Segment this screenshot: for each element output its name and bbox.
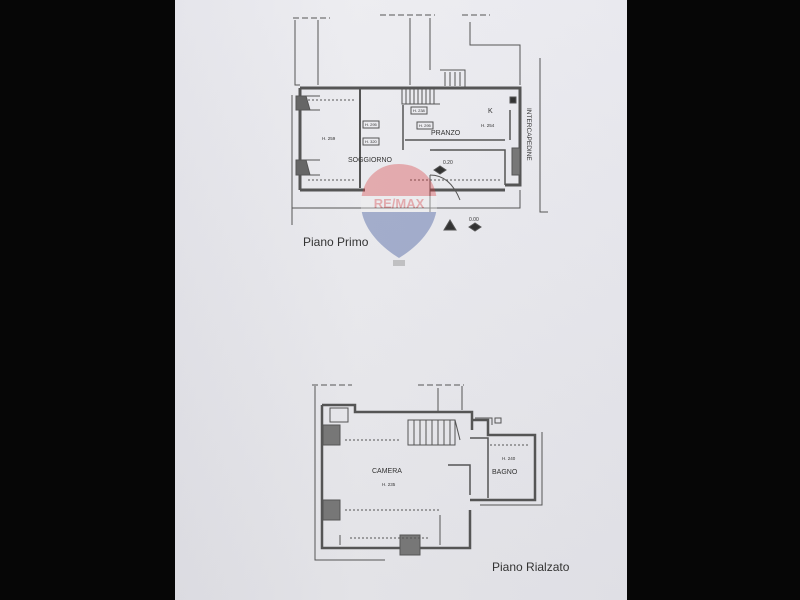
piano-primo-plan <box>291 14 548 232</box>
height-label: H. 259 <box>322 136 336 141</box>
height-label: H. 238 <box>413 108 426 113</box>
level-marker-label: 0.00 <box>469 217 479 223</box>
height-label: H. 240 <box>502 456 516 461</box>
height-label: H. 295 <box>419 123 432 128</box>
room-label-soggiorno: SOGGIORNO <box>348 157 393 164</box>
corridor-label-intercapedine: INTERCAPEDINE <box>525 108 532 161</box>
height-label: H. 295 <box>365 122 378 127</box>
height-label: H. 254 <box>481 123 495 128</box>
watermark-text: RE/MAX <box>374 196 425 211</box>
room-label-k: K <box>488 108 493 115</box>
floor-title-piano-primo: Piano Primo <box>303 235 369 249</box>
height-label: H. 320 <box>365 139 378 144</box>
room-label-camera: CAMERA <box>372 468 402 475</box>
floor-title-piano-rialzato: Piano Rialzato <box>492 560 570 574</box>
room-label-pranzo: PRANZO <box>431 130 461 137</box>
piano-rialzato-plan <box>312 384 543 561</box>
remax-watermark-logo: RE/MAX <box>361 164 437 266</box>
room-label-bagno: BAGNO <box>492 469 518 476</box>
level-marker-label: 0.20 <box>443 160 453 166</box>
height-label: H. 235 <box>382 482 396 487</box>
